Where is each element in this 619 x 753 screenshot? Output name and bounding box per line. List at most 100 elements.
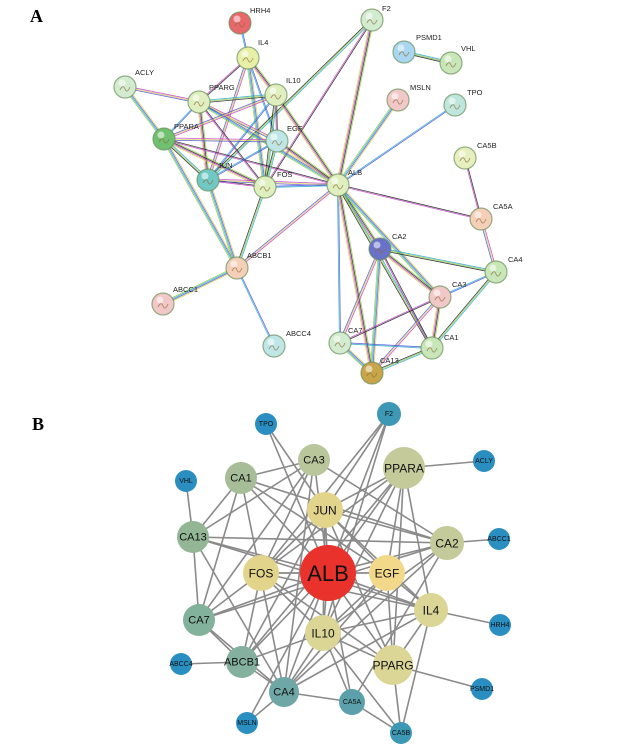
panel-a-edge-ACLY-PPARG: [124, 85, 200, 104]
panel-b-edge-JUN-CA2: [324, 509, 448, 544]
panel-b-node-label: ACLY: [475, 458, 493, 465]
panel-a-edge-CA3-CA13: [370, 295, 442, 375]
panel-a-node-il10: IL10: [264, 76, 301, 107]
panel-a-node-label: ABCC1: [173, 285, 198, 294]
panel-b-node-tpo: TPO: [255, 413, 277, 435]
panel-b-edge-CA1-CA7: [198, 477, 242, 621]
panel-a-edge-F2-FOS: [264, 19, 373, 188]
panel-a-edge-IL10-ALB: [274, 93, 340, 187]
panel-a-edge-PPARA-ABCB1: [162, 137, 239, 270]
panel-a-node-ca5b: CA5B: [453, 141, 497, 170]
panel-a-edge-PPARA-EGF: [163, 137, 278, 143]
panel-a-edge-JUN-ABCB1: [206, 179, 239, 269]
panel-b-node-label: EGF: [375, 567, 400, 581]
panel-a-node-label: CA2: [392, 232, 407, 241]
panel-b-edge-CA13-CA4: [192, 536, 285, 693]
panel-b-edge-PPARA-IL10: [322, 467, 405, 634]
panel-a-node-label: CA13: [380, 356, 399, 365]
panel-a-edge-ALB-CA7: [337, 184, 341, 344]
panel-a-node-label: CA5A: [493, 202, 513, 211]
panel-a-edge-PPARG-FOS: [198, 101, 266, 188]
panel-a-node-label: IL4: [258, 38, 268, 47]
panel-a-node-ppara: PPARA: [152, 122, 199, 151]
panel-a-edge-CA3-CA7: [339, 296, 441, 344]
panel-a-edge-EGF-ALB: [275, 139, 340, 187]
panel-a-node-abcc4: ABCC4: [262, 329, 311, 358]
panel-b-node-label: CA1: [230, 473, 251, 485]
panel-a-node-label: ALB: [348, 168, 362, 177]
panel-a-edge-ALB-CA5A: [337, 184, 482, 220]
panel-b-node-label: PSMD1: [470, 686, 494, 693]
panel-a-node-pparg: PPARG: [187, 83, 235, 114]
panel-b-edge-JUN-ABCB1: [241, 509, 326, 663]
panel-a-node-label: CA7: [348, 326, 363, 335]
panel-a-node-label: FOS: [277, 170, 292, 179]
panel-b-node-label: CA5A: [343, 699, 362, 706]
panel-a-edge-ALB-CA13: [335, 184, 375, 374]
panel-a-node-label: IL10: [286, 76, 301, 85]
panel-a-node-vhl: VHL: [439, 44, 476, 75]
panel-b-edge-CA3-FOS: [260, 459, 315, 574]
panel-b-node-label: ABCB1: [224, 657, 260, 669]
panel-a-edge-FOS-ALB: [264, 184, 339, 188]
panel-b-edge-IL4-CA4: [283, 609, 432, 693]
panel-a-edge-CA2-CA4: [379, 247, 497, 274]
panel-b-node-label: IL10: [311, 627, 335, 641]
panel-b-node-label: JUN: [313, 504, 336, 518]
panel-a-edge-TPO-ALB: [337, 104, 456, 186]
panel-a-node-label: HRH4: [250, 6, 270, 15]
panel-a-node-label: PPARG: [209, 83, 235, 92]
panel-b-node-abcb1: ABCB1: [224, 646, 260, 678]
panel-b-node-label: F2: [385, 411, 393, 418]
panel-a-edge-CA2-CA13: [369, 248, 383, 374]
panel-a-node-alb: ALB: [326, 168, 362, 197]
panel-b-label: B: [32, 414, 44, 434]
panel-b-edge-CA5B-IL4: [400, 609, 432, 734]
panel-b-edge-CA3-CA2: [313, 459, 448, 544]
panel-b-node-vhl: VHL: [175, 470, 197, 492]
panel-b-node-ca4: CA4: [269, 677, 299, 707]
panel-b-node-f2: F2: [377, 402, 401, 426]
panel-a-edge-CA7-CA1: [339, 342, 433, 349]
panel-a-edge-MSLN-ALB: [336, 98, 400, 187]
panel-a-edge-ALB-CA3: [336, 183, 442, 299]
panel-b-node-psmd1: PSMD1: [470, 678, 494, 700]
panel-a-node-label: VHL: [461, 44, 476, 53]
panel-a-edge-CA4-CA1: [430, 271, 498, 349]
panel-a-node-jun: JUN: [196, 161, 233, 192]
panel-b-node-ca5a: CA5A: [339, 689, 365, 715]
panel-b-node-acly: ACLY: [473, 450, 495, 472]
panel-b-node-label: CA5B: [392, 730, 411, 737]
panel-a-edge-IL10-PPARA: [163, 93, 277, 141]
panel-b-edge-CA1-CA2: [240, 477, 448, 544]
panel-b-node-label: CA2: [435, 537, 459, 551]
panel-a-node-tpo: TPO: [443, 88, 483, 117]
panel-a-node-abcc1: ABCC1: [151, 285, 198, 316]
panel-a-node-egf: EGF: [265, 124, 303, 153]
panel-b-node-label: PPARG: [372, 659, 413, 673]
panel-b-node-fos: FOS: [243, 555, 279, 591]
panel-b-node-abcc1: ABCC1: [487, 528, 511, 550]
panel-b-node-label: PPARA: [384, 462, 424, 476]
panel-b-node-msln: MSLN: [236, 712, 258, 734]
panel-b-edge-PPARA-IL4: [403, 467, 432, 611]
panel-b-node-label: ABCC1: [487, 536, 510, 543]
panel-a-node-label: MSLN: [410, 83, 431, 92]
panel-b-node-label: CA4: [273, 687, 294, 699]
panel-b-edge-IL10-CA5B: [322, 632, 402, 734]
panel-a-label: A: [30, 6, 43, 26]
panel-b-node-ca2: CA2: [430, 526, 464, 560]
panel-a-node-ca4: CA4: [484, 255, 523, 284]
panel-b-node-abcc4: ABCC4: [169, 653, 193, 675]
panel-a-node-label: ABCC4: [286, 329, 311, 338]
panel-b-node-jun: JUN: [307, 492, 343, 528]
panel-a-edge-PPARA-ALB: [163, 138, 339, 186]
panel-a-edge-CA2-CA3: [378, 247, 442, 299]
panel-b-node-label: CA3: [303, 455, 324, 467]
panel-b-node-label: CA7: [188, 615, 209, 627]
panel-a-node-label: ABCB1: [247, 251, 272, 260]
panel-b-node-pparg: PPARG: [372, 645, 414, 685]
panel-b-edge-IL4-IL10: [322, 609, 432, 634]
panel-a-node-ca13: CA13: [360, 356, 399, 385]
panel-a-edge-FOS-ABCB1: [235, 186, 267, 269]
